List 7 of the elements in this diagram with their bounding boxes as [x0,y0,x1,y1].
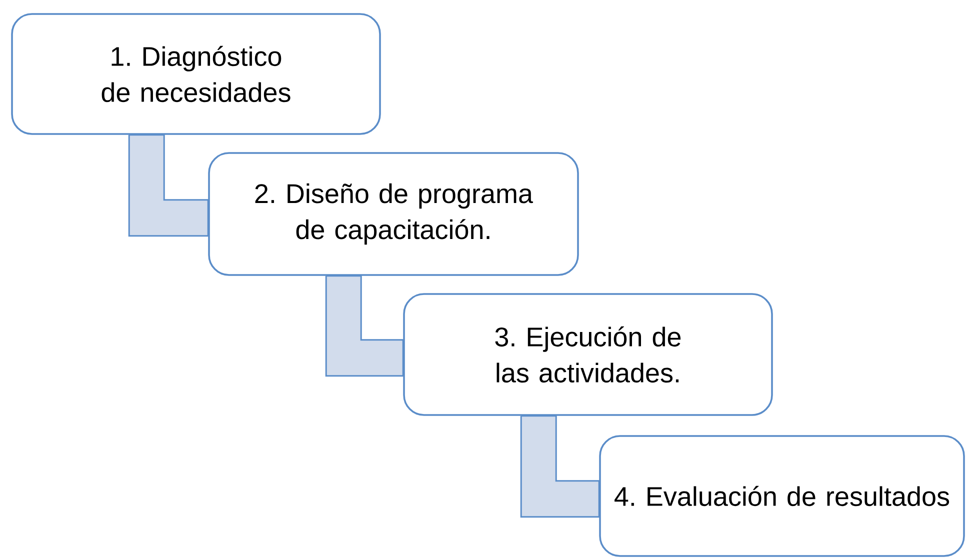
process-box: 1. Diagnóstico de necesidades [11,13,381,135]
process-box: 4. Evaluación de resultados [599,435,965,557]
connector [520,415,600,518]
connector [325,275,404,377]
process-box: 2. Diseño de programa de capacitación. [208,152,579,276]
process-box: 3. Ejecución de las actividades. [403,293,773,416]
connector [128,134,209,237]
